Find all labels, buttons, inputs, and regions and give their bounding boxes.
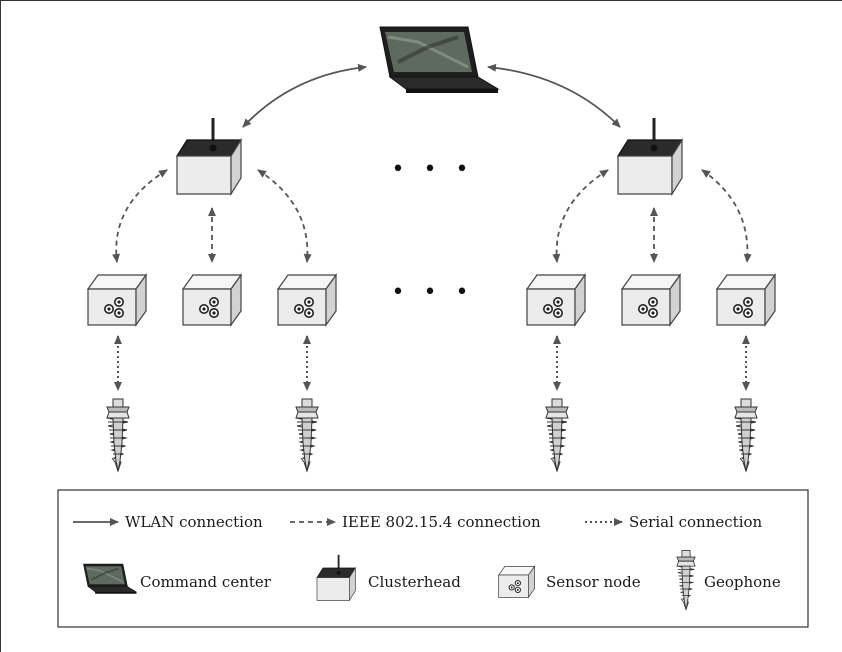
- geophone-3-icon: [545, 398, 569, 472]
- sensor-node-3-icon: [277, 274, 337, 326]
- legend-serial-label: Serial connection: [629, 513, 763, 531]
- geophone-1-icon: [106, 398, 130, 472]
- geophone-4-icon: [734, 398, 758, 472]
- legend-ieee-label: IEEE 802.15.4 connection: [342, 513, 541, 531]
- legend-sensor-node-label: Sensor node: [546, 573, 641, 591]
- frame-border-left: [0, 0, 1, 652]
- clusterhead-left-icon: [175, 116, 243, 196]
- sensor-node-6-icon: [716, 274, 776, 326]
- legend-wlan-label: WLAN connection: [125, 513, 263, 531]
- ellipsis-top: • • •: [392, 157, 475, 182]
- clusterhead-right-icon: [616, 116, 684, 196]
- legend: WLAN connection IEEE 802.15.4 connection…: [57, 489, 809, 628]
- sensor-node-2-icon: [182, 274, 242, 326]
- ieee-link-6: [701, 169, 752, 263]
- legend-box: [57, 489, 809, 628]
- ieee-link-3: [257, 169, 312, 263]
- ellipsis-middle: • • •: [392, 280, 475, 305]
- sensor-node-4-icon: [526, 274, 586, 326]
- legend-geophone-label: Geophone: [704, 573, 781, 591]
- wlan-link-left: [242, 63, 367, 128]
- ieee-link-1: [112, 169, 168, 263]
- frame-border-top: [0, 0, 842, 1]
- legend-sensor-node-icon: [498, 565, 536, 598]
- legend-clusterhead-label: Clusterhead: [368, 573, 461, 591]
- sensor-node-5-icon: [621, 274, 681, 326]
- geophone-2-icon: [295, 398, 319, 472]
- ieee-link-4: [552, 169, 609, 263]
- wlan-link-right: [487, 63, 621, 128]
- sensor-node-1-icon: [87, 274, 147, 326]
- legend-command-center-label: Command center: [140, 573, 272, 591]
- command-center-laptop-icon: [378, 25, 500, 95]
